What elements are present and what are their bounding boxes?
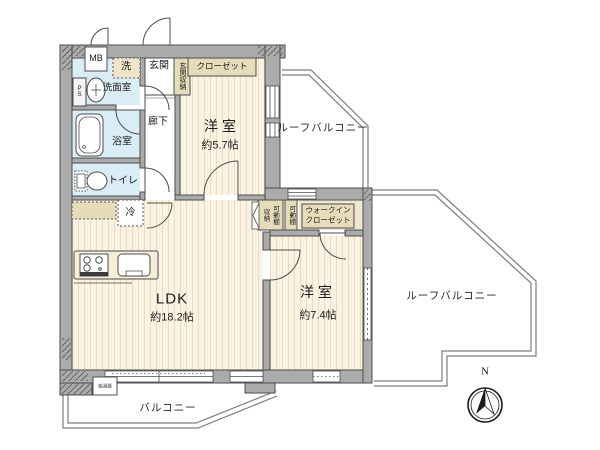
label-ldk-size: 約18.2帖 — [150, 311, 194, 324]
label-roof-balcony-right: ルーフバルコニー — [406, 289, 498, 302]
label-western-room-1: 洋室 — [204, 117, 240, 134]
label-washroom: 洗面室 — [102, 82, 132, 94]
toilet-icon — [74, 170, 108, 192]
washer-space-box — [112, 57, 141, 79]
closet-box — [187, 57, 257, 77]
roof-balcony-top-outline — [282, 69, 369, 188]
label-corridor: 廊下 — [148, 116, 168, 128]
movable-shelf-box — [284, 199, 298, 231]
label-movable-shelf-storage: 収納 可動棚 — [262, 205, 279, 225]
label-ldk: LDK — [155, 290, 189, 308]
label-roof-balcony-top: ルーフバルコニー — [277, 121, 369, 134]
label-entrance-storage: 玄関収納 — [179, 62, 187, 90]
ldk-floor — [72, 200, 263, 370]
water-heater-box — [92, 376, 118, 396]
label-entrance: 玄関 — [149, 60, 169, 72]
bathtub-icon — [75, 113, 104, 157]
balcony-outline — [62, 390, 278, 429]
label-water-heater: 給湯器 — [98, 383, 112, 389]
kitchen-counter — [73, 250, 159, 284]
label-closet: クローゼット — [196, 61, 248, 72]
walk-in-closet-box — [301, 203, 355, 229]
label-laundry: 洗 — [121, 61, 131, 73]
western-room-2-floor — [270, 236, 363, 370]
door-arc-meter-box — [90, 27, 109, 46]
label-bathroom: 浴室 — [112, 136, 132, 148]
meter-box — [84, 46, 108, 72]
western-room-1-floor — [180, 58, 265, 195]
door-arc-western-room-2 — [269, 249, 301, 281]
door-arc-toilet — [144, 167, 170, 193]
label-balcony: バルコニー — [139, 401, 197, 414]
cupboard-space-box — [71, 201, 117, 220]
label-movable-shelf: 可動棚 — [287, 205, 295, 225]
refrigerator-space-box — [117, 199, 144, 227]
kitchen-sink-icon — [117, 253, 151, 277]
window — [287, 188, 317, 200]
pipe-space-box — [72, 77, 87, 107]
label-pipe-space: PS — [76, 86, 83, 98]
label-western-room-2: 洋室 — [300, 283, 336, 300]
washbasin-icon — [86, 77, 106, 103]
label-toilet: トイレ — [108, 175, 138, 187]
bifold-door-icon — [251, 201, 260, 230]
roof-balcony-right-outline — [372, 189, 537, 387]
door-arc-western-room-1 — [203, 160, 239, 196]
compass-north-label: N — [481, 365, 489, 378]
floors — [72, 58, 363, 370]
stove-icon — [79, 253, 109, 277]
door-arc-walk-in-closet — [319, 232, 347, 260]
fixtures — [71, 46, 355, 396]
door-arc-entrance — [142, 17, 171, 46]
label-refrigerator: 冷 — [125, 206, 136, 218]
label-walk-in-closet-line1: ウォークイン — [305, 205, 351, 215]
door-arc-washroom — [144, 85, 170, 111]
label-western-room-1-size: 約5.7帖 — [201, 139, 239, 152]
label-western-room-2-size: 約7.4帖 — [299, 309, 337, 322]
door-arc-ldk — [146, 202, 173, 229]
window — [265, 122, 280, 138]
label-meter-box: MB — [89, 52, 103, 63]
label-walk-in-closet-line2: クローゼット — [305, 215, 351, 225]
doors — [90, 17, 347, 281]
window — [265, 85, 280, 119]
wall-hatching — [60, 46, 371, 395]
label-movable-shelf-col: 可動棚 — [271, 205, 279, 225]
label-storage-col: 収納 — [262, 208, 269, 222]
door-arc-bathroom — [115, 109, 141, 135]
corridor-floor — [145, 58, 175, 200]
compass-icon — [467, 387, 503, 423]
windows — [104, 85, 372, 383]
